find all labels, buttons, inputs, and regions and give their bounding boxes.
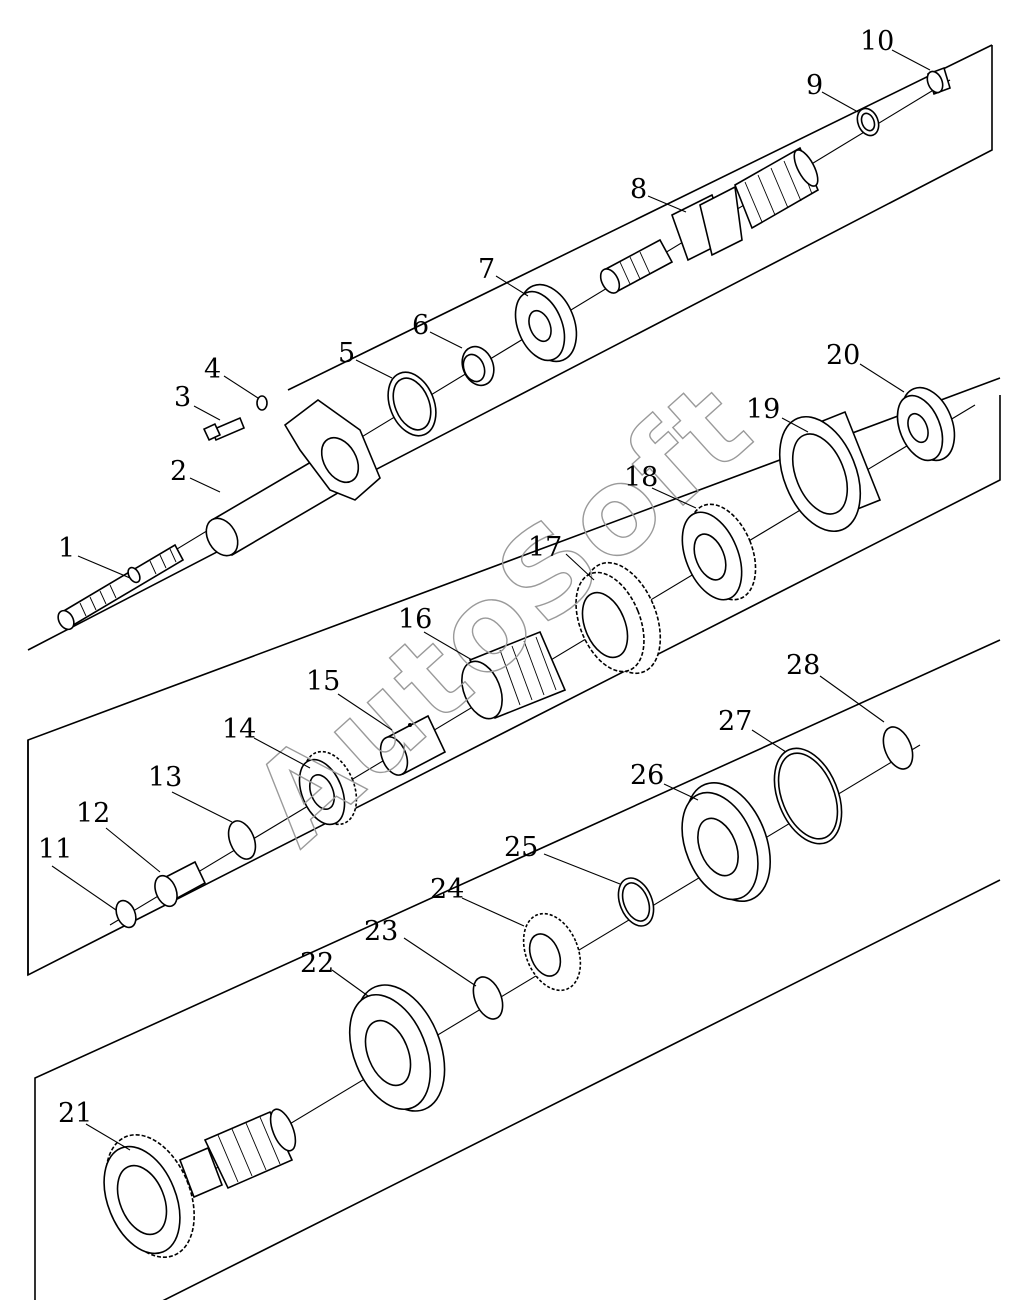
washer-part [256, 395, 268, 411]
snap-ring-27-part [773, 747, 843, 845]
flange-part [283, 399, 381, 501]
callout-25: 25 [504, 832, 538, 863]
needle-bearing-part [154, 860, 207, 908]
snap-ring-5-part [387, 371, 437, 437]
callout-6: 6 [412, 310, 429, 341]
panel-bottom-frame [34, 639, 1001, 1300]
ball-bearing-20-part [896, 386, 956, 462]
splined-shaft-part [599, 146, 820, 294]
callout-24: 24 [430, 874, 464, 905]
gear-18-part [681, 503, 757, 601]
circlip-23-part [472, 976, 504, 1020]
gear-17-part [575, 561, 662, 675]
callout-labels: 1 2 3 4 5 6 7 8 9 10 11 12 13 14 15 16 1… [38, 26, 894, 1129]
callout-11: 11 [38, 834, 72, 865]
top-assembly [57, 66, 951, 631]
ball-bearing-22-part [348, 984, 446, 1112]
callout-28: 28 [786, 650, 820, 681]
callout-20: 20 [826, 340, 860, 371]
callout-15: 15 [306, 666, 340, 697]
middle-assembly [115, 386, 956, 929]
bushing-10-part [926, 66, 951, 96]
callout-5: 5 [338, 338, 355, 369]
leader-lines [51, 49, 931, 1151]
callout-2: 2 [170, 456, 187, 487]
callout-17: 17 [528, 532, 562, 563]
bushing-15-part [379, 714, 447, 776]
callout-22: 22 [300, 948, 334, 979]
snap-ring-25-part [617, 877, 655, 927]
callout-21: 21 [58, 1098, 92, 1129]
output-shaft-gear-part [103, 1108, 297, 1259]
callout-1: 1 [58, 533, 75, 564]
bolt-part [202, 416, 246, 442]
coupling-sleeve-part [778, 410, 882, 533]
callout-8: 8 [630, 174, 647, 205]
callout-26: 26 [630, 760, 664, 791]
callout-3: 3 [174, 382, 191, 413]
needle-roller-set-part [461, 630, 567, 720]
gear-14-part [298, 750, 358, 826]
callout-4: 4 [204, 354, 221, 385]
panel-top-edge [287, 44, 993, 391]
callout-7: 7 [478, 254, 495, 285]
snap-ring-11-part [115, 899, 137, 929]
callout-16: 16 [398, 604, 432, 635]
gear-24-part [522, 912, 582, 992]
ball-bearing-26-part [681, 781, 771, 903]
callout-10: 10 [860, 26, 894, 57]
callout-27: 27 [718, 706, 752, 737]
ball-bearing-7-part [514, 283, 578, 363]
seal-part [461, 345, 495, 387]
circlip-13-part [227, 820, 257, 860]
callout-19: 19 [746, 394, 780, 425]
callout-14: 14 [222, 714, 256, 745]
callout-23: 23 [364, 916, 398, 947]
callout-9: 9 [806, 70, 823, 101]
callout-18: 18 [624, 462, 658, 493]
input-shaft-part [57, 543, 185, 631]
callout-12: 12 [76, 798, 110, 829]
ring-9-part [856, 107, 880, 137]
callout-13: 13 [148, 762, 182, 793]
circlip-28-part [882, 726, 914, 770]
bottom-assembly [103, 726, 914, 1259]
